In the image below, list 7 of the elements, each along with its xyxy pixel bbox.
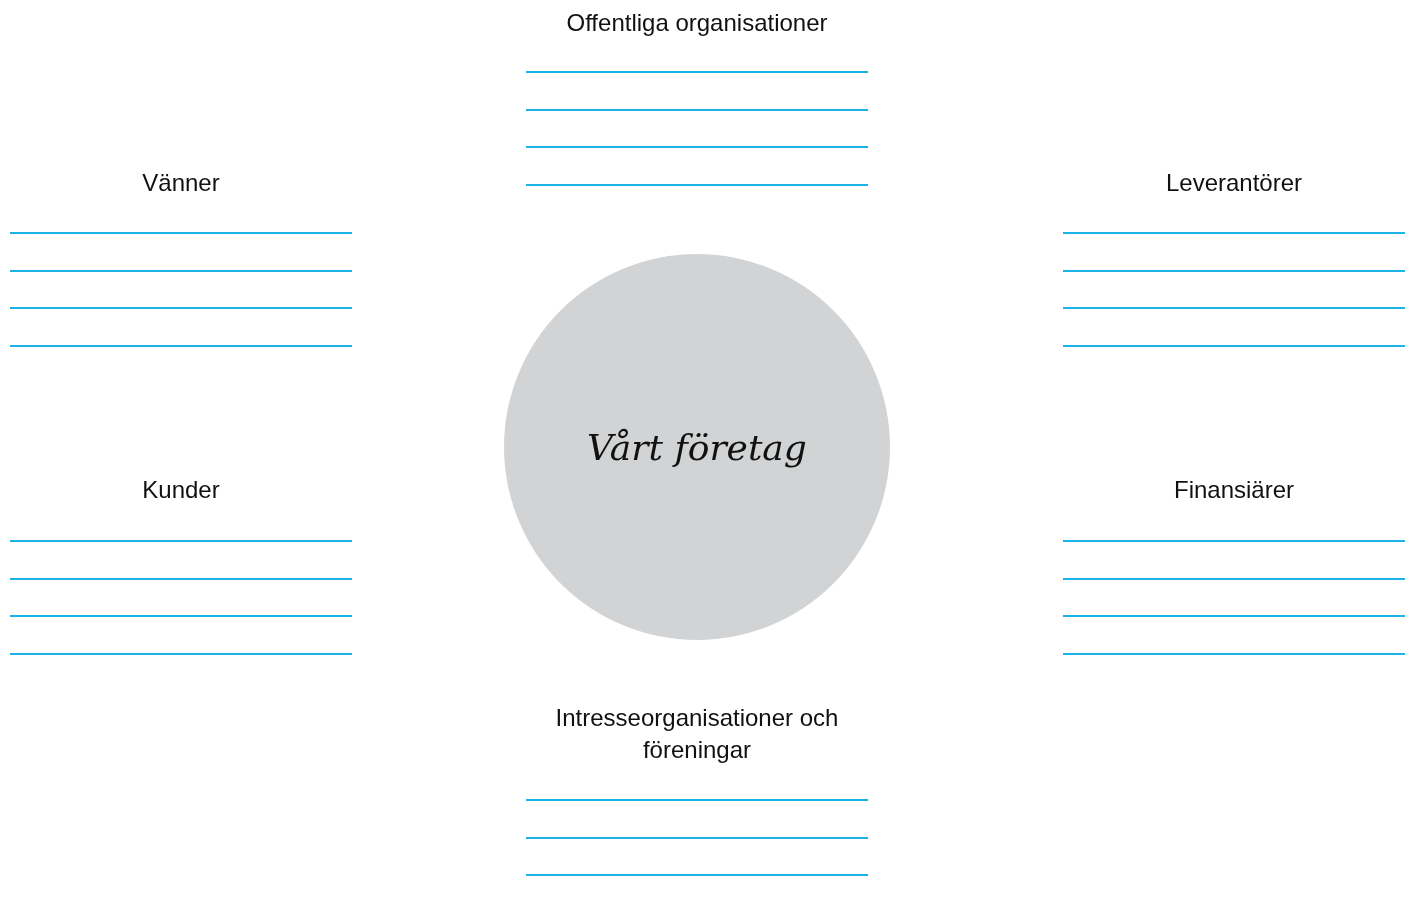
category-heading: Kunder [142,475,220,505]
circle-label: Vårt företag [587,426,807,468]
category-heading: Finansiärer [1174,475,1294,505]
category-heading: Offentliga organisationer [566,8,828,38]
category-heading: Intresseorganisationer och föreningar [554,703,840,765]
category-heading: Leverantörer [1165,168,1303,198]
category-heading: Vänner [142,168,220,198]
